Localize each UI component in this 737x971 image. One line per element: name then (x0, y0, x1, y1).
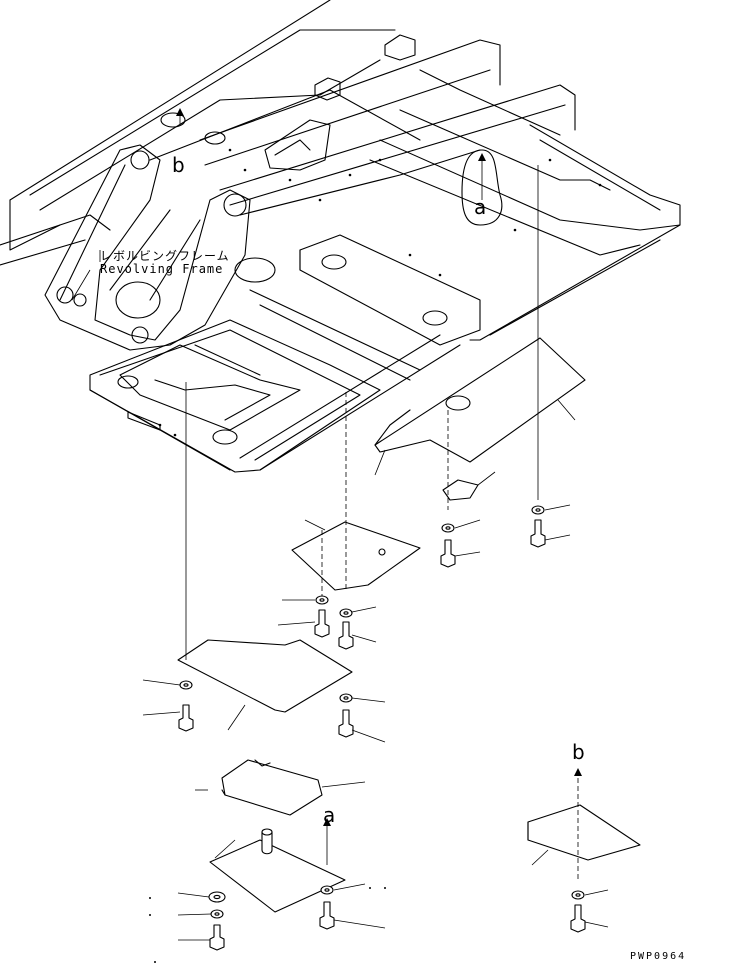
bolts (178, 519, 586, 951)
assembly-lines (176, 108, 582, 880)
drawing-code: PWP0964 (630, 951, 687, 962)
square-pad (221, 759, 366, 816)
cover-plate-center (291, 519, 421, 591)
under-cover-right (374, 337, 586, 476)
reference-a-lower: a (323, 803, 336, 827)
bottom-plate-with-boss (209, 828, 346, 913)
leader-lines (71, 250, 609, 963)
reference-a-upper: a (474, 195, 487, 219)
frame-label-japanese: レボルビングフレーム (100, 249, 230, 263)
round-cover (442, 471, 496, 501)
cover-plate-left (177, 639, 353, 731)
angled-plate-b (527, 804, 641, 866)
revolving-frame (0, 0, 681, 473)
reference-b-upper: b (172, 153, 185, 177)
reference-b-lower: b (572, 740, 585, 764)
frame-label-english: Revolving Frame (100, 262, 224, 276)
